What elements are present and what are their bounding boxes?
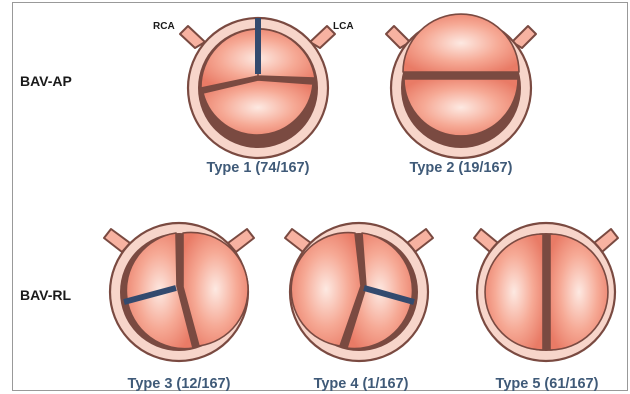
caption-type-3: Type 3 (12/167) [128, 376, 231, 392]
coronary-ostium-right [180, 26, 205, 48]
caption-type-4: Type 4 (1/167) [314, 376, 409, 392]
rca-label: RCA [153, 21, 175, 32]
valve-type-2 [386, 14, 536, 158]
valve-type-3 [104, 223, 254, 361]
caption-type-1: Type 1 (74/167) [207, 160, 310, 176]
row-label-bav-ap: BAV-AP [20, 73, 72, 89]
caption-type-2: Type 2 (19/167) [410, 160, 513, 176]
caption-type-5: Type 5 (61/167) [496, 376, 599, 392]
cusp-top [403, 14, 519, 72]
lca-label: LCA [333, 21, 354, 32]
valve-type-1 [180, 18, 335, 158]
row-label-bav-rl: BAV-RL [20, 287, 72, 303]
valve-type-5 [474, 223, 618, 361]
valve-type-4 [285, 223, 433, 361]
